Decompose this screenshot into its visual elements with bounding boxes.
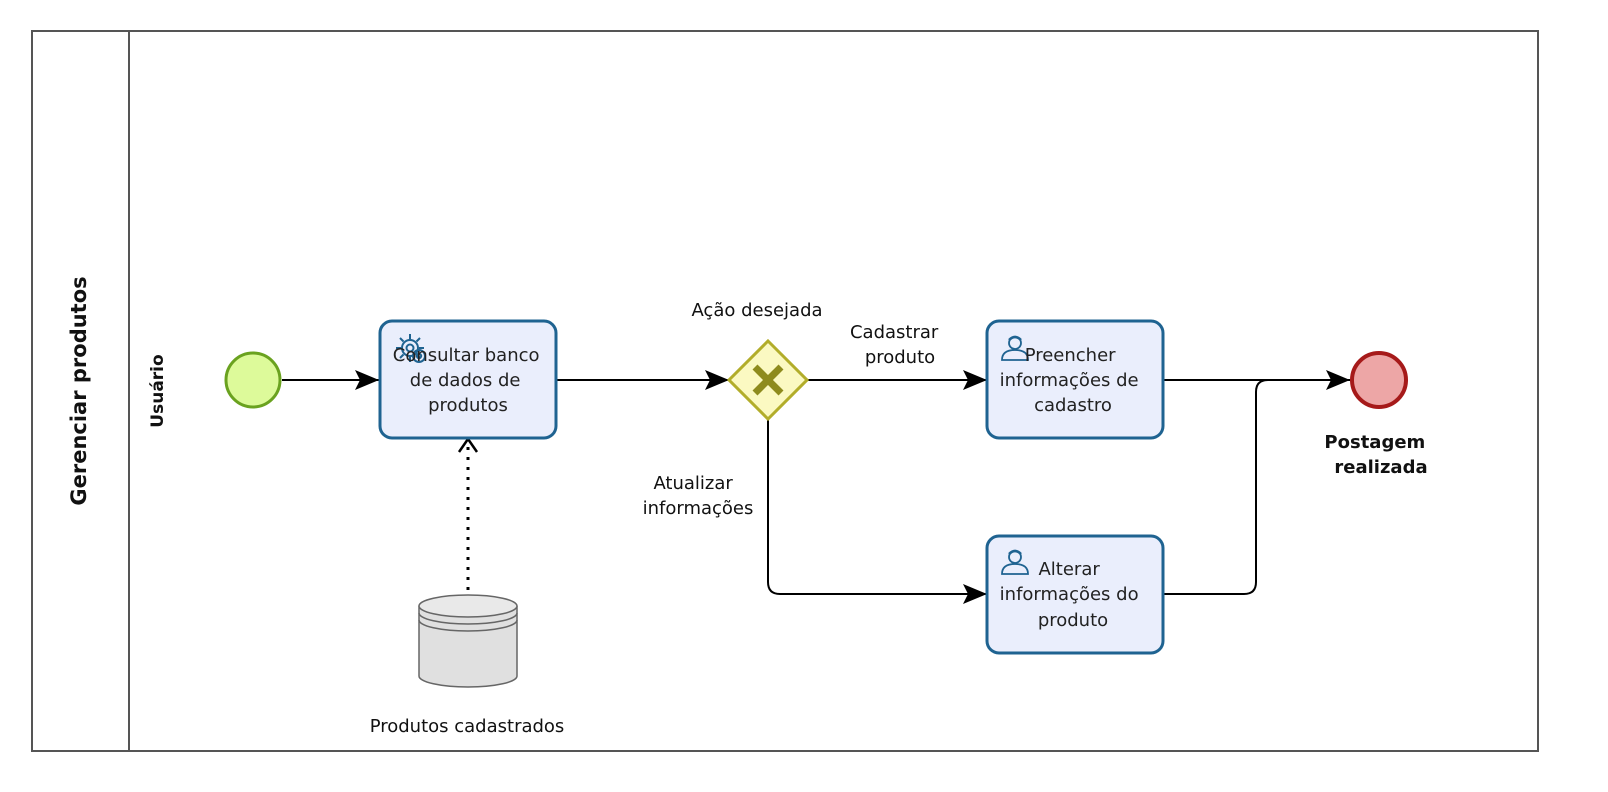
task-consultar-label: Consultar banco de dados de produtos [393, 345, 546, 416]
task-preencher[interactable]: Preencher informações de cadastro [985, 319, 1165, 440]
data-store-label: Produtos cadastrados [370, 716, 565, 737]
gear-icon [396, 334, 426, 363]
exclusive-gateway[interactable] [726, 338, 810, 422]
end-event[interactable] [1350, 351, 1408, 409]
exclusive-x-icon [752, 364, 784, 396]
start-event[interactable] [224, 351, 282, 409]
task-preencher-label: Preencher informações de cadastro [1000, 345, 1145, 416]
task-consultar[interactable]: Consultar banco de dados de produtos [378, 319, 558, 440]
flow-gateway-to-alterar[interactable] [767, 420, 987, 604]
end-event-label: Postagem realizada [1324, 432, 1431, 478]
flow-label-cadastrar: Cadastrar produto [850, 322, 944, 368]
task-alterar[interactable]: Alterar informações do produto [985, 534, 1165, 655]
gateway-label: Ação desejada [691, 300, 822, 321]
task-alterar-label: Alterar informações do produto [1000, 559, 1145, 631]
lane-title: Usuário [148, 354, 168, 427]
flow-label-atualizar: Atualizar informações [643, 473, 754, 519]
user-icon [1001, 549, 1029, 575]
pool-title: Gerenciar produtos [67, 276, 91, 505]
data-store[interactable] [418, 594, 518, 688]
user-icon [1001, 335, 1029, 361]
flow-alterar-to-end[interactable] [1163, 379, 1269, 595]
